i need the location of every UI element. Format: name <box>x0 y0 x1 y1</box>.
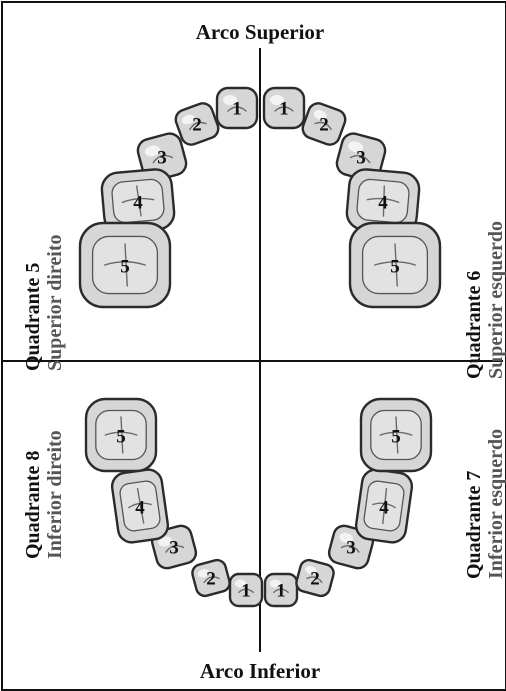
tooth-number-lower-right-5: 5 <box>116 427 126 448</box>
tooth-highlight <box>181 114 195 125</box>
tooth-number-upper-right-3: 3 <box>157 148 167 169</box>
tooth-number-lower-right-4: 4 <box>135 498 145 519</box>
tooth-groove <box>152 154 174 164</box>
tooth-highlight <box>348 141 364 153</box>
quadrant-5-label: Quadrante 5 Superior direito <box>22 181 66 371</box>
tooth-upper-right-2 <box>174 102 220 146</box>
tooth-highlight <box>144 145 160 157</box>
tooth-groove <box>273 588 289 594</box>
tooth-lower-right-5 <box>84 397 158 473</box>
tooth-occlusal-surface <box>95 409 147 461</box>
tooth-groove <box>306 576 323 583</box>
quadrant-6-position: Superior esquerdo <box>485 221 506 379</box>
tooth-lower-right-4 <box>110 468 170 544</box>
quadrant-5-position: Superior direito <box>44 234 66 371</box>
tooth-lower-left-2 <box>295 558 335 598</box>
tooth-groove <box>165 545 185 553</box>
teeth-layer: 1 2 3 4 5 1 2 3 4 5 1 2 3 4 5 1 2 3 4 5 <box>78 86 442 608</box>
tooth-groove <box>124 243 128 287</box>
tooth-number-upper-left-5: 5 <box>390 257 400 278</box>
tooth-groove <box>382 487 388 525</box>
tooth-groove <box>227 106 247 112</box>
tooth-groove <box>203 576 220 583</box>
tooth-highlight <box>313 110 327 120</box>
tooth-occlusal-surface <box>356 178 410 224</box>
tooth-number-upper-right-2: 2 <box>192 115 202 136</box>
tooth-crown <box>174 102 220 146</box>
tooth-upper-left-1 <box>262 86 306 130</box>
tooth-number-lower-left-2: 2 <box>310 569 320 590</box>
tooth-groove <box>274 106 294 112</box>
tooth-highlight <box>158 536 173 547</box>
tooth-upper-right-1 <box>215 86 259 130</box>
tooth-groove <box>340 545 360 553</box>
tooth-number-upper-left-4: 4 <box>378 193 388 214</box>
tooth-number-lower-left-4: 4 <box>379 498 389 519</box>
tooth-occlusal-surface <box>361 235 429 295</box>
tooth-lower-left-5 <box>359 397 433 473</box>
quadrant-6-label: Quadrante 6 Superior esquerdo <box>463 149 506 379</box>
tooth-highlight <box>270 95 284 105</box>
tooth-number-lower-right-1: 1 <box>241 581 251 602</box>
tooth-number-lower-left-1: 1 <box>276 581 286 602</box>
tooth-crown <box>301 102 347 146</box>
quadrant-8-position: Inferior direito <box>44 430 66 559</box>
tooth-upper-left-2 <box>301 102 347 146</box>
tooth-number-upper-right-4: 4 <box>133 193 143 214</box>
tooth-occlusal-surface <box>370 409 422 461</box>
lower-arch-title: Arco Inferior <box>199 659 321 683</box>
tooth-lower-left-4 <box>354 468 414 544</box>
tooth-highlight <box>269 579 281 588</box>
tooth-number-lower-left-5: 5 <box>391 427 401 448</box>
tooth-highlight <box>305 566 317 575</box>
tooth-groove <box>104 431 138 436</box>
tooth-number-upper-right-1: 1 <box>232 99 242 120</box>
tooth-groove <box>366 197 400 204</box>
tooth-groove <box>189 121 207 131</box>
tooth-lower-left-1 <box>263 572 299 608</box>
tooth-number-upper-left-2: 2 <box>319 115 329 136</box>
tooth-number-lower-right-3: 3 <box>169 538 179 559</box>
tooth-groove <box>120 416 124 454</box>
quadrant-8-label: Quadrante 8 Inferior direito <box>22 369 66 559</box>
quadrant-8-number: Quadrante 8 <box>22 450 44 559</box>
tooth-groove <box>314 121 332 131</box>
quadrant-7-number: Quadrante 7 <box>463 470 485 579</box>
tooth-highlight <box>234 579 246 588</box>
tooth-lower-right-1 <box>228 572 264 608</box>
tooth-groove <box>136 487 145 524</box>
tooth-upper-left-5 <box>348 221 442 309</box>
tooth-groove <box>374 261 416 266</box>
tooth-number-lower-left-3: 3 <box>346 538 356 559</box>
tooth-groove <box>121 197 155 204</box>
quadrant-5-number: Quadrante 5 <box>22 262 44 371</box>
tooth-groove <box>394 243 398 287</box>
tooth-crown <box>191 558 231 598</box>
tooth-highlight <box>223 95 237 105</box>
quadrant-6-number: Quadrante 6 <box>463 270 485 379</box>
tooth-highlight <box>339 532 354 543</box>
tooth-highlight <box>197 569 210 578</box>
upper-arch-title: Arco Superior <box>195 20 325 44</box>
tooth-occlusal-surface <box>111 178 165 224</box>
tooth-groove <box>135 185 142 217</box>
tooth-lower-right-2 <box>191 558 231 598</box>
tooth-occlusal-surface <box>91 235 159 295</box>
tooth-groove <box>104 261 146 266</box>
tooth-groove <box>238 588 254 594</box>
tooth-number-lower-right-2: 2 <box>206 569 216 590</box>
quadrant-7-label: Quadrante 7 Inferior esquerdo <box>463 349 506 579</box>
tooth-groove <box>395 416 399 454</box>
tooth-number-upper-left-3: 3 <box>356 148 366 169</box>
tooth-number-upper-left-1: 1 <box>279 99 289 120</box>
tooth-number-upper-right-5: 5 <box>120 257 130 278</box>
tooth-upper-left-3 <box>335 132 387 182</box>
tooth-groove <box>349 154 371 164</box>
tooth-groove <box>379 431 413 436</box>
tooth-groove <box>382 185 386 217</box>
tooth-upper-right-5 <box>78 221 172 309</box>
quadrant-7-position: Inferior esquerdo <box>485 428 506 579</box>
